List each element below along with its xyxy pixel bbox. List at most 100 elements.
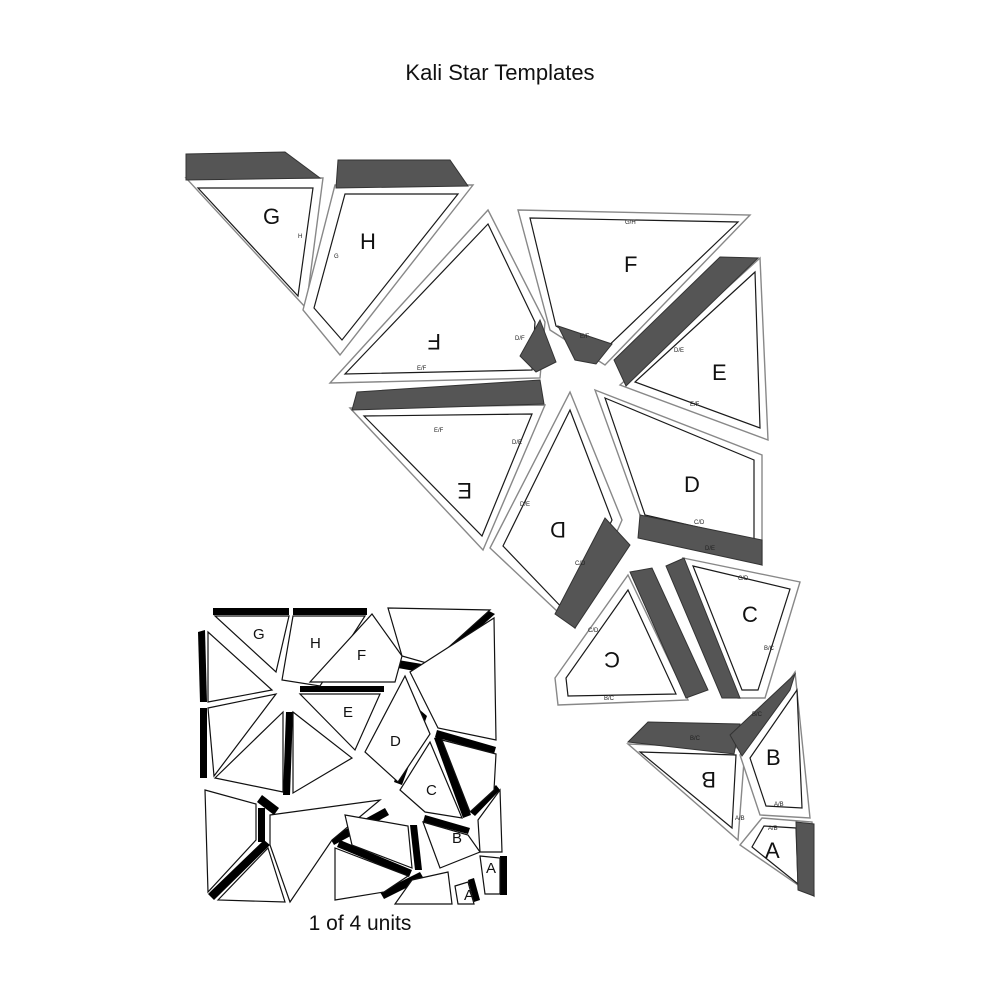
unit-bar-mid-left — [283, 712, 293, 795]
unit-piece-a-left — [454, 881, 475, 905]
unit-label-f: F — [357, 647, 366, 664]
unit-piece-b — [422, 821, 481, 869]
template-f-left-letter: F — [428, 329, 441, 354]
unit-bar-lower-diag — [337, 840, 412, 877]
template-d-center-letter: D — [550, 517, 566, 542]
unit-piece-e-right — [409, 616, 497, 741]
template-c-right-mark-b: B/C — [764, 646, 775, 652]
unit-piece-d-right — [441, 739, 497, 814]
unit-piece-c-right — [477, 788, 503, 853]
template-b-right-mark-b: B/C — [752, 712, 763, 718]
template-c-right: C C/D B/C — [665, 557, 801, 699]
template-f-left-mark-b: D/F — [515, 336, 525, 342]
unit-bar-g — [213, 608, 289, 615]
template-c-right-mark-a: C/D — [738, 576, 749, 582]
unit-bar-a-left — [468, 878, 480, 902]
unit-piece-c — [399, 740, 463, 819]
template-h-mark: G — [334, 254, 339, 260]
template-g-mark: H — [298, 234, 302, 240]
unit-bar-lower-right — [410, 825, 422, 870]
unit-label-b: B — [452, 830, 462, 847]
template-c-right-letter: C — [742, 602, 758, 627]
template-e-left: E E/F D/E — [348, 379, 547, 552]
template-b-right: B A/B B/C — [729, 669, 811, 819]
unit-piece-lower-left — [216, 846, 286, 903]
unit-piece-left-low — [213, 710, 284, 793]
template-e-right-mark-b: D/E — [674, 348, 684, 354]
page-title: Kali Star Templates — [405, 60, 595, 85]
unit-piece-mid — [292, 710, 354, 795]
unit-piece-bottom — [393, 871, 453, 905]
unit-bar-c-right — [470, 785, 500, 816]
template-b-left-mark-a: A/B — [735, 816, 745, 822]
template-c-center-letter: C — [604, 647, 620, 672]
template-h-letter: H — [360, 229, 376, 254]
unit-piece-h — [281, 615, 367, 687]
template-b-left-mark-b: B/C — [690, 736, 701, 742]
template-f-right-mark-a: G/H — [625, 220, 636, 226]
unit-bar-mid-notch — [257, 795, 279, 815]
unit-piece-g — [213, 615, 290, 674]
unit-label-d: D — [390, 733, 401, 750]
unit-bar-left-lower — [258, 808, 265, 842]
template-e-left-mark-a: E/F — [434, 428, 444, 434]
unit-piece-lower-right — [344, 814, 413, 869]
unit-label-a-left: A — [464, 887, 474, 904]
unit-piece-a-right — [479, 855, 501, 895]
template-a-mark-a: A/B — [768, 826, 778, 832]
template-c-center-mark-a: C/D — [588, 628, 599, 634]
unit-piece-left-top — [207, 630, 274, 703]
unit-piece-f — [308, 613, 403, 683]
template-d-center-mark-a: D/E — [520, 502, 530, 508]
template-e-right: E E/F D/E — [613, 256, 769, 442]
unit-label-e: E — [343, 704, 353, 721]
unit-label-h: H — [310, 635, 321, 652]
unit-label-a-right: A — [486, 860, 496, 877]
unit-bar-left-mid — [200, 708, 207, 778]
template-e-left-mark-b: D/E — [512, 440, 522, 446]
template-e-right-mark-a: E/F — [690, 402, 700, 408]
template-d-right-mark-a: C/D — [694, 520, 705, 526]
template-c-center-mark-b: B/C — [604, 696, 615, 702]
unit-bar-bottom — [380, 872, 424, 899]
unit-bar-d-right — [435, 730, 496, 754]
unit-bar-a-right — [500, 856, 507, 895]
template-b-right-letter: B — [766, 745, 781, 770]
template-b-left: B A/B B/C — [626, 721, 746, 842]
template-d-center-mark-b: C/D — [575, 561, 586, 567]
unit-piece-d — [364, 674, 431, 783]
template-e-right-letter: E — [712, 360, 727, 385]
template-b-left-letter: B — [701, 767, 716, 792]
template-d-center: D D/E C/D — [489, 390, 631, 630]
template-e-left-letter: E — [457, 478, 472, 503]
unit-bar-lower-left — [208, 840, 270, 900]
unit-piece-left-mid — [207, 693, 278, 778]
unit-piece-e — [298, 693, 381, 752]
template-a: A A/B — [738, 817, 815, 898]
template-f-left: F E/F D/F — [328, 208, 557, 384]
unit-piece-lower-diag — [334, 847, 410, 901]
unit-bar-left-top — [198, 630, 207, 702]
template-f-right-mark-b: E/F — [580, 334, 590, 340]
template-f-right: F G/H E/F — [517, 209, 752, 366]
template-h: H G — [302, 159, 475, 357]
unit-caption: 1 of 4 units — [308, 912, 412, 935]
template-f-right-letter: F — [624, 252, 637, 277]
unit-diagram: G H F E D C B A A — [198, 607, 507, 905]
unit-bar-h — [293, 608, 367, 615]
unit-piece-left-bottom — [204, 789, 257, 894]
template-d-right-mark-b: D/E — [705, 546, 715, 552]
template-b-right-mark-a: A/B — [774, 802, 784, 808]
unit-label-g: G — [253, 626, 265, 643]
template-g: G H — [184, 151, 324, 310]
unit-label-c: C — [426, 782, 437, 799]
template-f-left-mark-a: E/F — [417, 366, 427, 372]
template-d-right-letter: D — [684, 472, 700, 497]
unit-piece-center-lower — [269, 799, 382, 904]
unit-bar-e — [300, 686, 384, 692]
template-g-letter: G — [263, 204, 280, 229]
unit-bar-b — [423, 815, 470, 834]
unit-bar-c — [434, 735, 471, 818]
